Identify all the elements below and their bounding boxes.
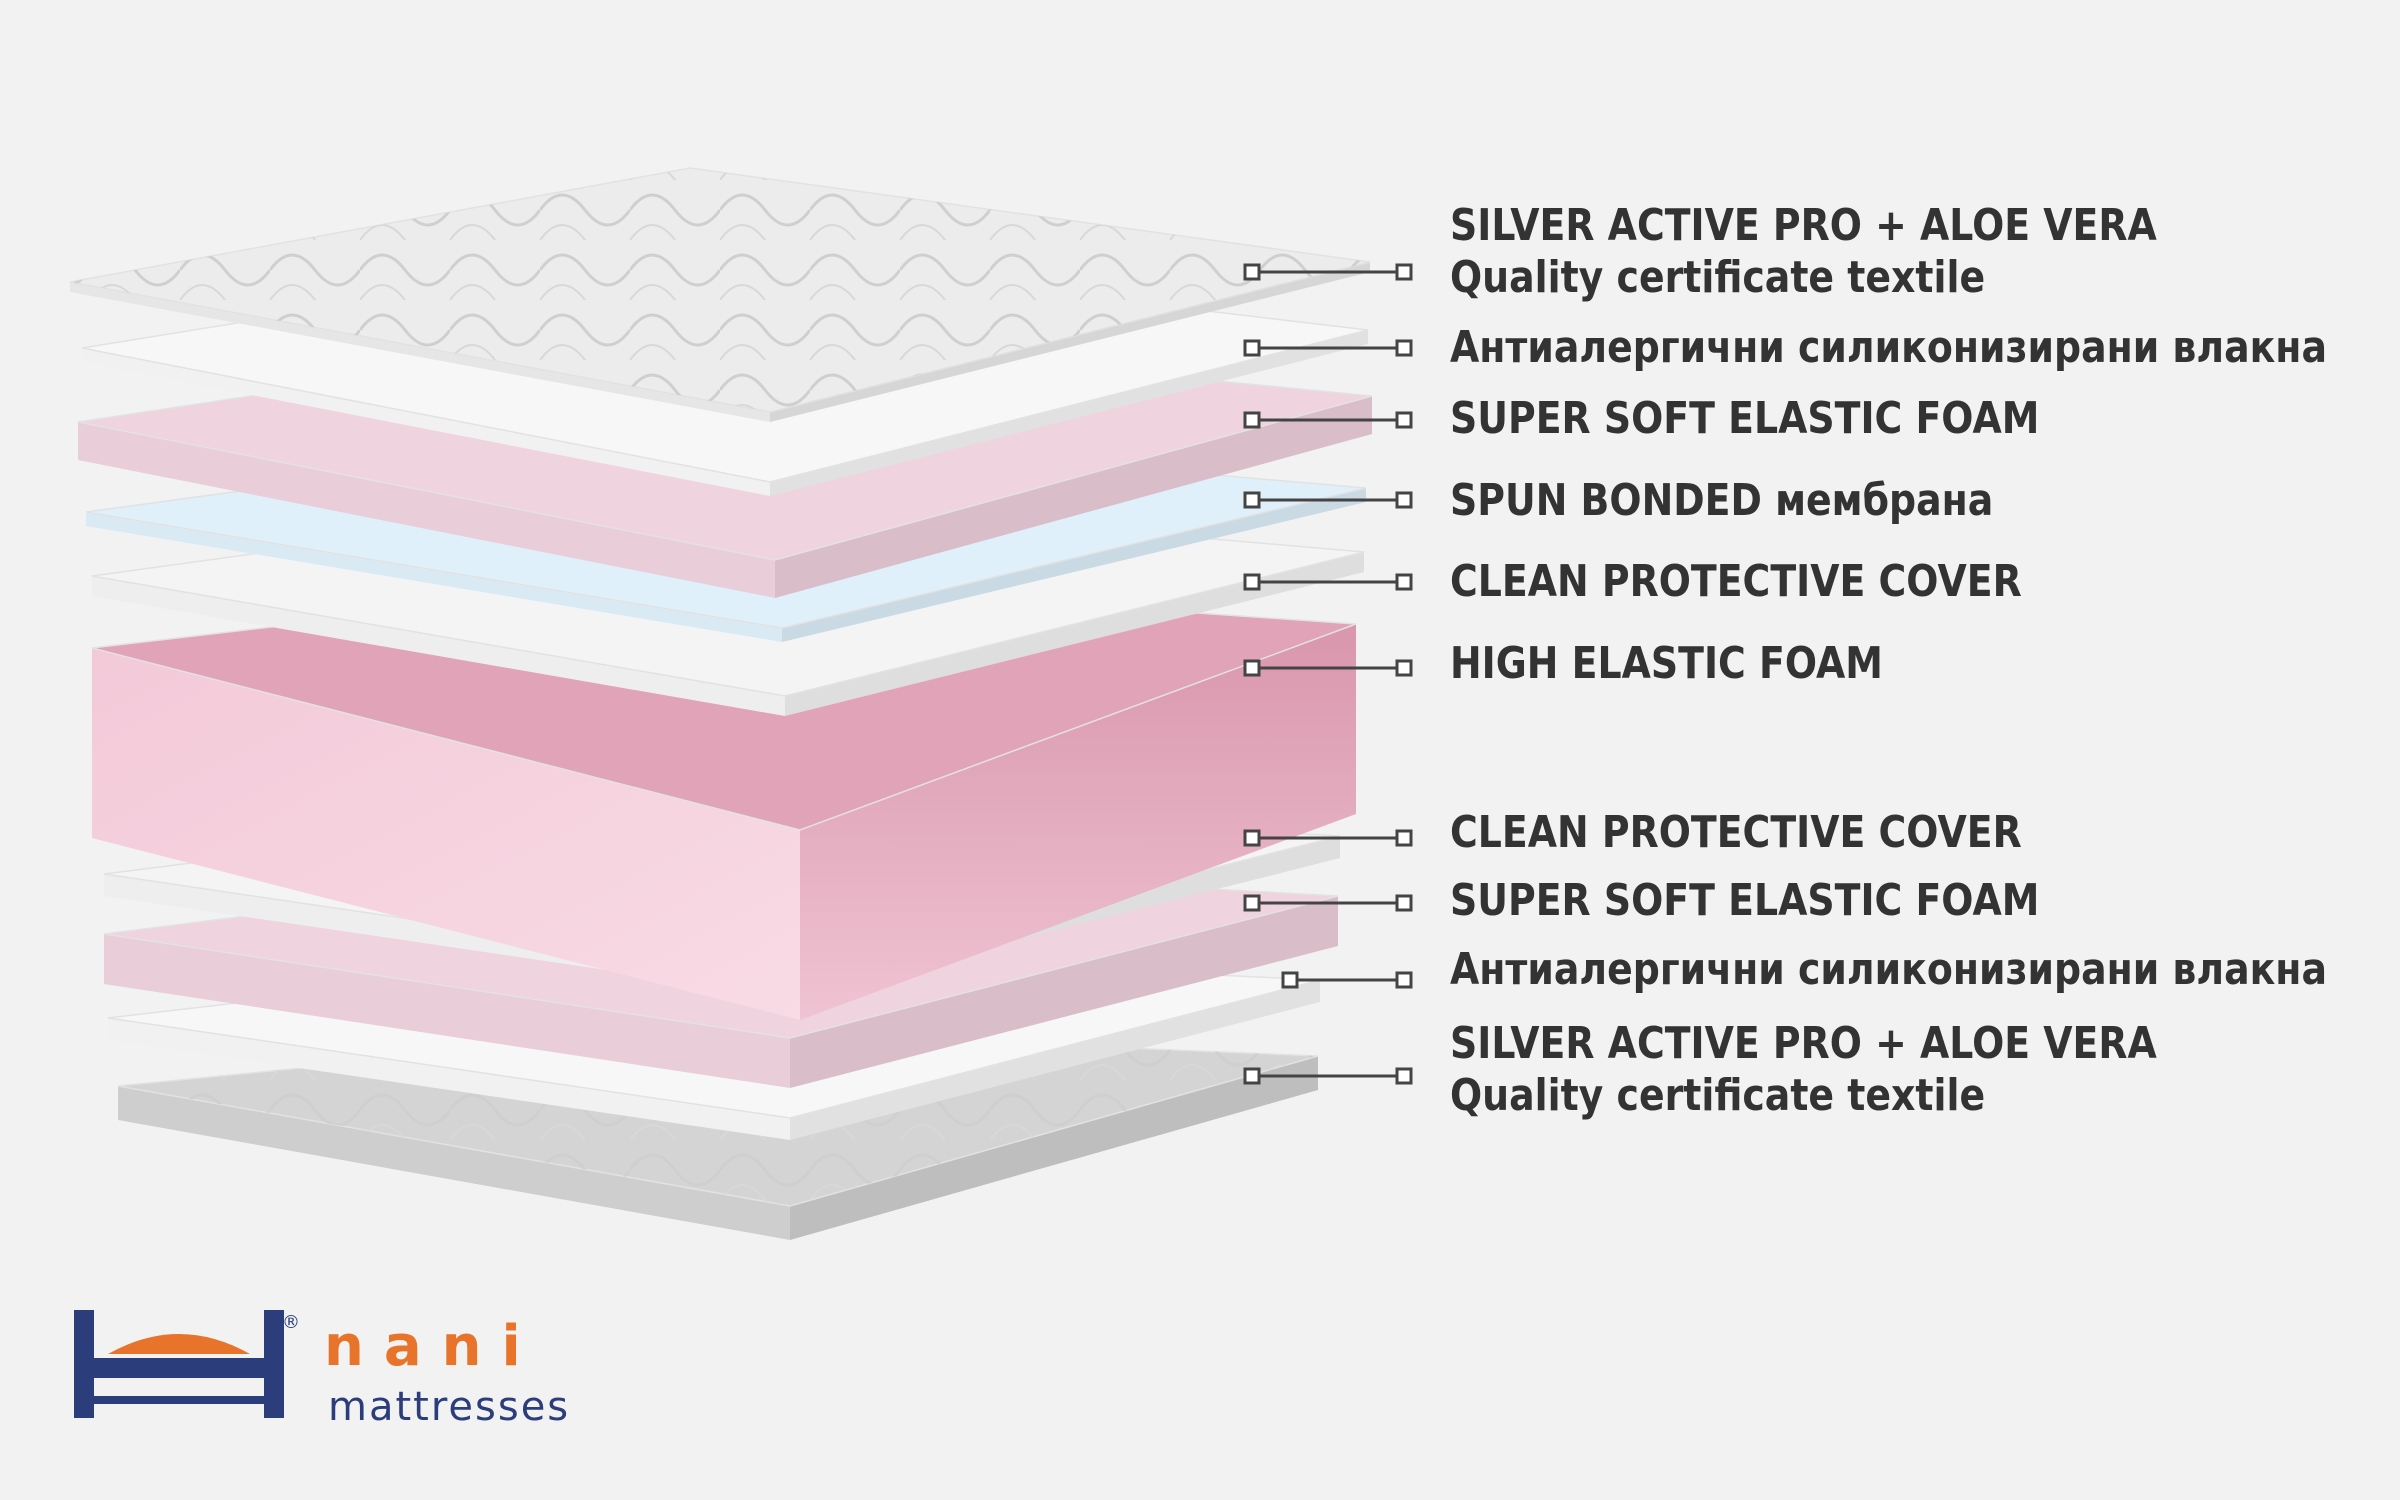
layer-label-line1: CLEAN PROTECTIVE COVER [1450,807,2022,858]
leader-endpoint-marker [1281,971,1299,989]
layer-label-bottom-fibers: Антиалергични силиконизирани влакна [1450,944,2327,996]
leader-endpoint-marker [1243,491,1261,509]
leader-endpoint-marker [1243,829,1261,847]
leader-endpoint-marker [1395,829,1413,847]
brand-logo: ® nani mattresses [74,1310,594,1450]
layer-top-textile [69,167,1371,422]
registered-mark: ® [282,1312,300,1333]
layer-front-face [104,934,790,1088]
leader-endpoint-marker [1395,894,1413,912]
layer-front-face [108,1018,790,1140]
leader-endpoint-marker [1243,339,1261,357]
layer-label-spun-bonded: SPUN BONDED мембрана [1450,475,1993,527]
layer-side-face [790,896,1338,1088]
layer-label-line2: Quality certificate textile [1450,1070,1986,1121]
layer-label-bottom-soft-foam: SUPER SOFT ELASTIC FOAM [1450,875,2039,927]
layer-side-face [775,396,1372,598]
layer-front-face [118,1086,790,1240]
layer-label-line1: SUPER SOFT ELASTIC FOAM [1450,875,2040,926]
bed-frame-icon [74,1310,284,1418]
layer-front-face [78,422,775,598]
layer-side-face [770,330,1368,496]
layer-label-top-soft-foam: SUPER SOFT ELASTIC FOAM [1450,393,2039,445]
leader-endpoint-marker [1243,263,1261,281]
leader-endpoint-marker [1243,411,1261,429]
leader-endpoint-marker [1243,573,1261,591]
leader-endpoint-marker [1395,411,1413,429]
layer-side-face [785,552,1364,716]
layer-side-face [770,262,1370,422]
layer-label-top-fibers: Антиалергични силиконизирани влакна [1450,322,2327,374]
layer-label-line1: SILVER ACTIVE PRO + ALOE VERA [1450,1018,2157,1069]
layer-front-face [92,576,785,716]
leader-endpoint-marker [1395,339,1413,357]
layer-side-face [790,980,1320,1140]
layer-front-face [92,648,800,1020]
layer-side-face [782,488,1366,642]
layer-label-bottom-protective-cover: CLEAN PROTECTIVE COVER [1450,807,2022,859]
quilt-pattern [70,168,1370,412]
layer-front-face [70,282,770,422]
layer-front-face [86,512,782,642]
layer-front-face [82,348,770,496]
layer-side-face [790,1056,1318,1240]
layer-side-face [800,624,1356,1020]
leader-endpoint-marker [1395,573,1413,591]
layer-label-line1: Антиалергични силиконизирани влакна [1450,944,2327,995]
brand-name: nani [324,1314,541,1379]
layer-label-line1: CLEAN PROTECTIVE COVER [1450,556,2022,607]
brand-subtitle: mattresses [328,1384,571,1430]
leader-endpoint-marker [1395,659,1413,677]
layer-label-high-elastic-foam: HIGH ELASTIC FOAM [1450,638,1883,690]
leader-endpoint-marker [1395,971,1413,989]
layer-label-line1: SUPER SOFT ELASTIC FOAM [1450,393,2040,444]
layer-label-line1: Антиалергични силиконизирани влакна [1450,322,2327,373]
layer-label-line1: SILVER ACTIVE PRO + ALOE VERA [1450,200,2157,251]
leader-endpoint-marker [1395,1067,1413,1085]
leader-endpoint-marker [1395,263,1413,281]
leader-endpoint-marker [1243,659,1261,677]
layer-label-top-protective-cover: CLEAN PROTECTIVE COVER [1450,556,2022,608]
layer-label-line1: HIGH ELASTIC FOAM [1450,638,1883,689]
layer-label-line1: SPUN BONDED мембрана [1450,475,1994,526]
layer-label-line2: Quality certificate textile [1450,252,1986,303]
leader-endpoint-marker [1243,1067,1261,1085]
leader-endpoint-marker [1395,491,1413,509]
leader-endpoint-marker [1243,894,1261,912]
